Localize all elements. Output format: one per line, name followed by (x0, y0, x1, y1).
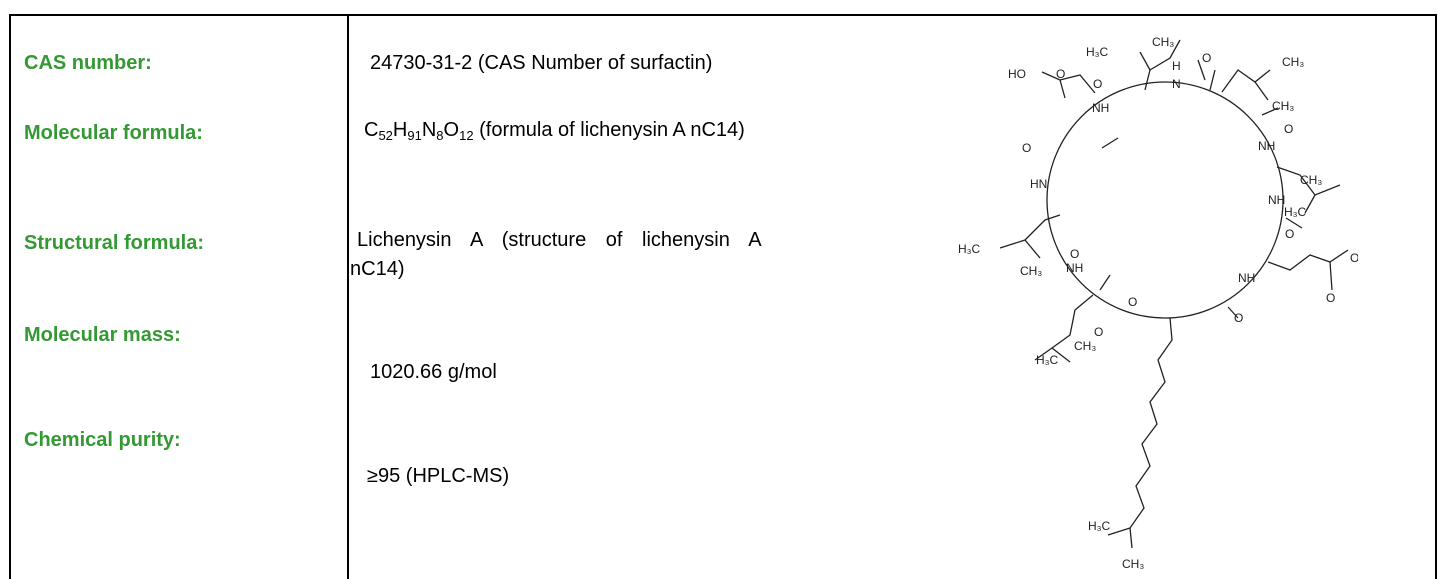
atom-label: CH₃ (1272, 99, 1294, 113)
atom-label: O (1285, 227, 1294, 241)
chemical-purity-value: ≥95 (HPLC-MS) (367, 465, 510, 487)
molecular-mass-label: Molecular mass: (24, 324, 181, 346)
atom-label: N (1172, 77, 1181, 91)
column-divider (347, 14, 349, 579)
formula-element: N (421, 119, 437, 141)
formula-element: C (364, 119, 379, 141)
atom-label: H₃C (1088, 519, 1111, 533)
structural-formula-text: Lichenysin A (structure of lichenysin A (357, 229, 762, 251)
atom-label: NH (1258, 139, 1275, 153)
atom-label: CH₃ (1300, 173, 1322, 187)
atom-label: HO (1008, 67, 1026, 81)
molecular-mass-value: 1020.66 g/mol (370, 361, 497, 383)
acid-side-chain-left (1059, 74, 1096, 94)
macrocycle-ring (1046, 81, 1284, 319)
atom-label: H₃C (958, 242, 981, 256)
atom-label: O (1234, 311, 1243, 325)
atom-label: H₃C (1036, 353, 1059, 367)
formula-subscript: 52 (378, 128, 393, 143)
formula-subscript: 12 (459, 128, 474, 143)
atom-label: NH (1238, 271, 1255, 285)
lichenysin-structure-diagram: HO O O NH H₃C CH₃ H N O CH₃ CH₃ NH O O H… (958, 35, 1358, 571)
atom-label: O (1284, 122, 1293, 136)
formula-description: (formula of lichenysin A nC14) (473, 119, 745, 141)
atom-label: O (1022, 141, 1031, 155)
formula-subscript: 91 (407, 128, 422, 143)
structural-formula-label: Structural formula: (24, 232, 205, 254)
structure-atom-labels: HO O O NH H₃C CH₃ H N O CH₃ CH₃ NH O O H… (958, 35, 1358, 571)
data-table (9, 14, 1437, 579)
atom-label: CH₃ (1152, 35, 1174, 49)
structural-formula-value-line2: nC14) (350, 258, 405, 280)
structural-formula-value-line1: Lichenysin A (structure of lichenysin A (357, 229, 941, 252)
atom-label: H (1172, 59, 1181, 73)
atom-label: OH (1350, 251, 1358, 265)
atom-label: CH₃ (1282, 55, 1304, 69)
atom-label: CH₃ (1074, 339, 1096, 353)
atom-label: CH₃ (1020, 264, 1042, 278)
chemical-purity-label: Chemical purity: (24, 429, 181, 451)
atom-label: O (1128, 295, 1137, 309)
atom-label: H₃C (1086, 45, 1109, 59)
atom-label: O (1094, 325, 1103, 339)
structure-bonds (999, 39, 1349, 549)
atom-label: O (1202, 51, 1211, 65)
formula-element: O (443, 119, 460, 141)
atom-label: NH (1268, 193, 1285, 207)
atom-label: NH (1092, 101, 1109, 115)
cas-number-value: 24730-31-2 (CAS Number of surfactin) (370, 52, 713, 74)
atom-label: O (1326, 291, 1335, 305)
molecular-formula-label: Molecular formula: (24, 122, 203, 144)
atom-label: HN (1030, 177, 1047, 191)
atom-label: H₃C (1284, 205, 1307, 219)
formula-subscript: 8 (436, 128, 444, 143)
cas-number-label: CAS number: (24, 52, 152, 74)
atom-label: CH₃ (1122, 557, 1144, 571)
atom-label: O (1056, 67, 1065, 81)
atom-label: O (1070, 247, 1079, 261)
formula-element: H (392, 119, 408, 141)
fatty-acid-tail (1129, 317, 1173, 549)
atom-label: NH (1066, 261, 1083, 275)
atom-label: O (1093, 77, 1102, 91)
molecular-formula-value: C52H91N8O12 (formula of lichenysin A nC1… (364, 119, 745, 142)
